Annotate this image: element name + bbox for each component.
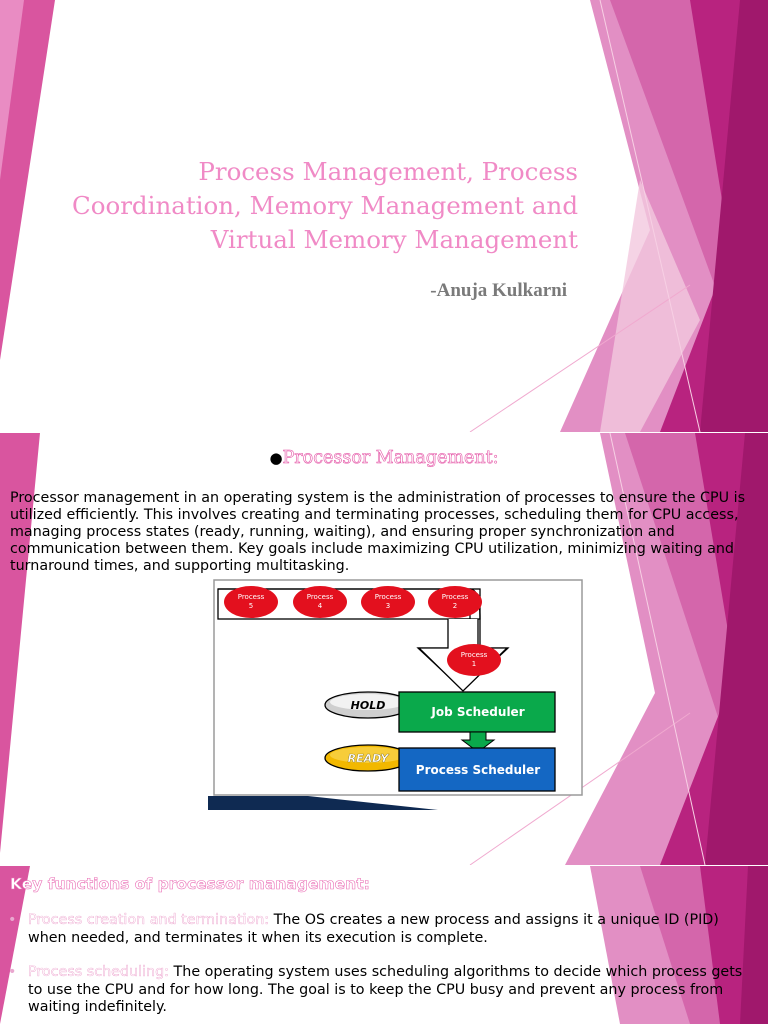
- queue-process-4: Process 4: [293, 586, 347, 618]
- funnel-process-1: Process 1: [447, 644, 501, 676]
- svg-text:HOLD: HOLD: [351, 699, 386, 712]
- job-scheduler-label: Job Scheduler: [430, 705, 524, 719]
- hold-state: HOLD: [324, 691, 412, 719]
- slide-decoration: [0, 866, 768, 1024]
- item-text: The operating system uses scheduling alg…: [28, 964, 743, 1015]
- svg-text:Process: Process: [238, 593, 265, 601]
- item-label: Process creation and termination:: [28, 912, 270, 928]
- heading-text: Processor Management:: [282, 448, 499, 469]
- process-scheduling-diagram: Process 5 Process 4 Process 3 Process 2 …: [208, 579, 583, 810]
- queue-process-2: Process 2: [428, 586, 482, 618]
- svg-text:Process: Process: [375, 593, 402, 601]
- queue-process-3: Process 3: [361, 586, 415, 618]
- svg-text:2: 2: [453, 602, 457, 610]
- queue-process-5: Process 5: [224, 586, 278, 618]
- svg-text:3: 3: [386, 602, 390, 610]
- heading-bullet: ●: [269, 449, 283, 467]
- item-label: Process scheduling:: [28, 964, 169, 980]
- process-scheduler-label: Process Scheduler: [416, 763, 540, 777]
- title-slide: Process Management, Process Coordination…: [0, 0, 768, 432]
- svg-text:5: 5: [249, 602, 253, 610]
- diagram-shadow: [208, 796, 438, 810]
- key-functions-title: Key functions of processor management:: [10, 875, 370, 894]
- author-name: -Anuja Kulkarni: [430, 280, 567, 301]
- key-functions-slide: Key functions of processor management: •…: [0, 866, 768, 1024]
- section-heading: ●Processor Management:: [0, 448, 768, 469]
- slide-title: Process Management, Process Coordination…: [71, 157, 578, 254]
- processor-management-slide: ●Processor Management: Processor managem…: [0, 433, 768, 865]
- svg-text:Process: Process: [442, 593, 469, 601]
- ready-state: READY: [324, 744, 412, 772]
- slide-decoration: [0, 0, 768, 432]
- svg-text:Process: Process: [307, 593, 334, 601]
- description-paragraph: Processor management in an operating sys…: [10, 490, 746, 573]
- bullet-dot: •: [8, 964, 17, 980]
- item-text: The OS creates a new process and assigns…: [28, 912, 719, 946]
- job-scheduler-box: [398, 691, 556, 733]
- list-item: • Process creation and termination: The …: [8, 912, 758, 947]
- svg-text:Process: Process: [461, 651, 488, 659]
- down-arrow: [460, 731, 496, 753]
- svg-text:4: 4: [318, 602, 323, 610]
- slide-decoration: [0, 433, 768, 865]
- bullet-dot: •: [8, 912, 17, 928]
- list-item: • Process scheduling: The operating syst…: [8, 964, 758, 1017]
- svg-text:READY: READY: [348, 752, 390, 765]
- svg-text:1: 1: [472, 660, 476, 668]
- process-scheduler-box: [398, 747, 556, 792]
